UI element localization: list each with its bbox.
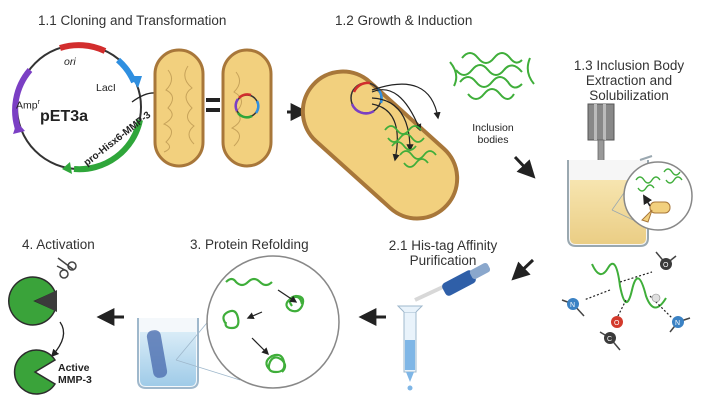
active-mmp-label: Active MMP-3 — [58, 362, 92, 386]
refolding-zoom — [206, 255, 340, 389]
his-line1: 2.1 His-tag Affinity — [388, 238, 498, 253]
arrow-to-extraction — [513, 155, 536, 179]
plasmid-ori-label: ori — [64, 56, 76, 68]
pipette-column — [396, 262, 491, 391]
laci-segment — [115, 57, 137, 84]
plasmid-laci-label: LacI — [96, 82, 116, 94]
molecule-n2: N — [675, 320, 680, 327]
activation-graphic — [8, 257, 77, 395]
equals-sign — [206, 98, 220, 112]
inclusion-line2: bodies — [477, 134, 509, 146]
molecule-n1: N — [570, 302, 575, 309]
amp-superscript: r — [37, 99, 40, 106]
step-purification-title: 2.1 His-tag Affinity Purification — [368, 238, 518, 268]
amp-text: Amp — [16, 99, 38, 112]
inactive-pacman — [8, 276, 56, 326]
scissors-icon — [56, 257, 77, 279]
inclusion-line1: Inclusion — [472, 122, 514, 134]
inclusion-bodies-cluster — [449, 52, 535, 100]
molecule-c1: C — [607, 336, 612, 343]
plasmid-map — [12, 42, 143, 174]
insert-segment — [73, 119, 143, 173]
his-line2: Purification — [409, 253, 477, 268]
cell-before — [153, 48, 205, 168]
molecule-o2: O — [663, 262, 669, 269]
step-growth-title: 1.2 Growth & Induction — [335, 13, 473, 28]
step-extraction-title: 1.3 Inclusion Body Extraction and Solubi… — [560, 58, 698, 103]
step-cloning-title: 1.1 Cloning and Transformation — [38, 13, 227, 28]
molecule-o1: O — [614, 320, 620, 327]
denaturant-interactions: N N O C O — [561, 251, 691, 351]
active-line1: Active — [58, 362, 90, 374]
extraction-line3: Solubilization — [589, 88, 669, 103]
induced-cell — [300, 69, 460, 221]
inclusion-clumps-in-cell — [384, 125, 437, 168]
step-refolding-title: 3. Protein Refolding — [190, 237, 309, 252]
step-activation-title: 4. Activation — [22, 237, 95, 252]
inclusion-bodies-label: Inclusion bodies — [448, 122, 538, 146]
extraction-line1: 1.3 Inclusion Body — [573, 58, 685, 73]
active-pacman — [13, 349, 57, 395]
plasmid-amp-label: Ampr — [16, 97, 40, 112]
zoom-bubble-extraction — [611, 161, 693, 231]
plasmid-name: pET3a — [40, 108, 89, 125]
ori-segment — [59, 42, 107, 54]
extraction-line2: Extraction and — [585, 73, 673, 88]
cell-after — [221, 48, 273, 168]
active-line2: MMP-3 — [58, 374, 92, 386]
arrow-to-purification — [511, 258, 535, 281]
